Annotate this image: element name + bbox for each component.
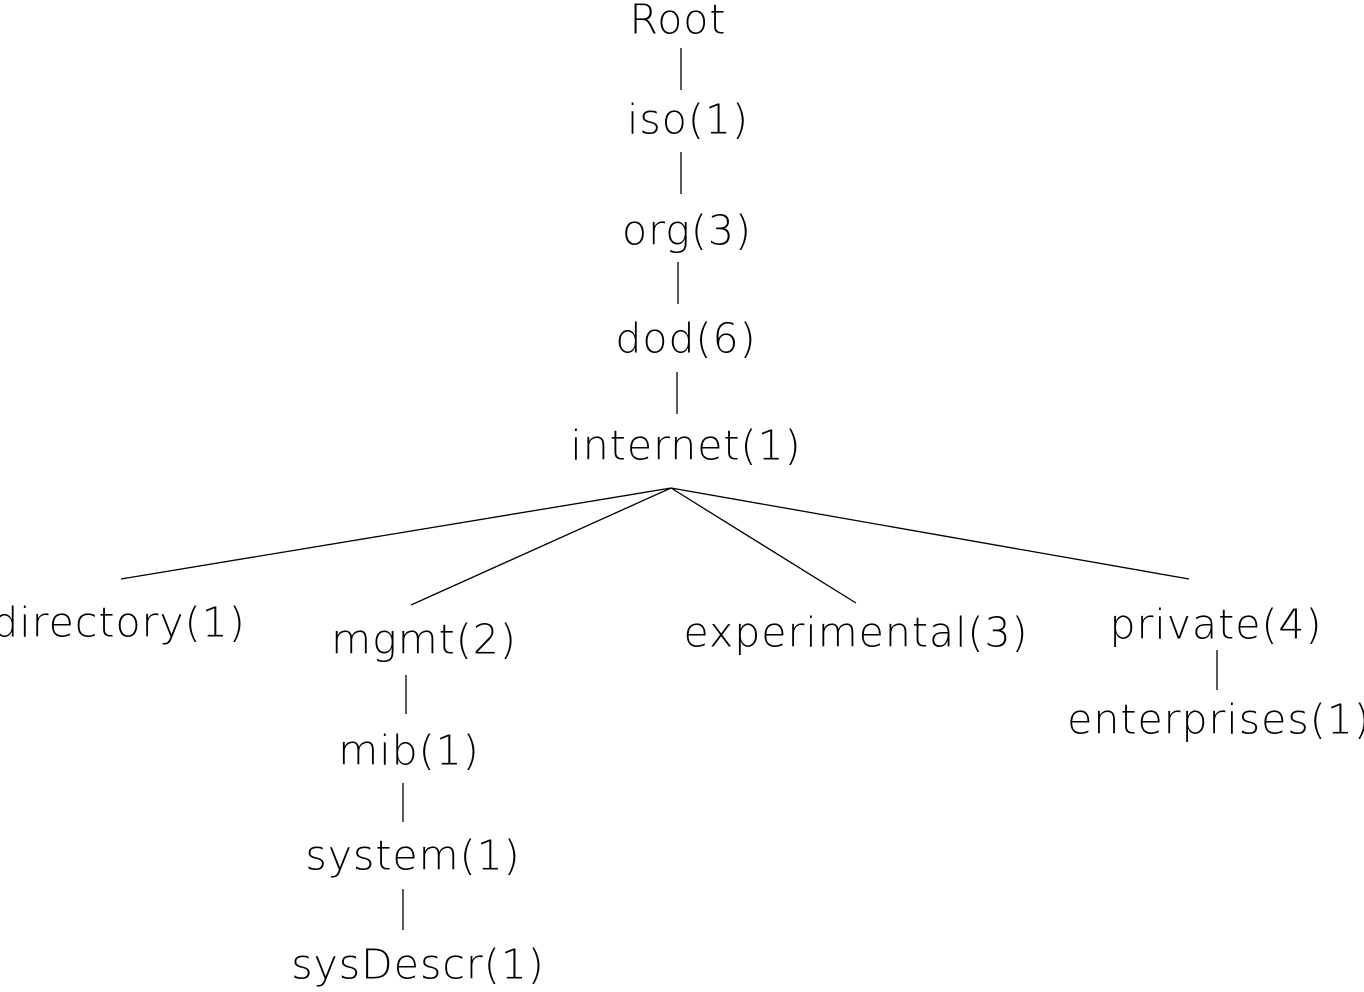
node-internet: internet(1) [570, 421, 802, 470]
node-experimental: experimental(3) [683, 608, 1029, 657]
edge-internet-experimental [670, 487, 857, 604]
node-iso: iso(1) [627, 95, 749, 144]
node-mgmt: mgmt(2) [331, 615, 517, 664]
node-private: private(4) [1109, 600, 1323, 649]
node-sysDescr: sysDescr(1) [291, 940, 545, 989]
node-root: Root [629, 0, 727, 44]
edge-internet-mgmt [410, 487, 672, 606]
node-enterprises: enterprises(1) [1067, 695, 1364, 744]
node-org: org(3) [622, 206, 752, 255]
node-directory: directory(1) [0, 598, 246, 647]
node-mib: mib(1) [338, 726, 480, 775]
edge-internet-private [670, 487, 1190, 580]
node-system: system(1) [305, 831, 521, 880]
node-dod: dod(6) [615, 314, 757, 363]
edge-internet-directory [120, 487, 672, 580]
